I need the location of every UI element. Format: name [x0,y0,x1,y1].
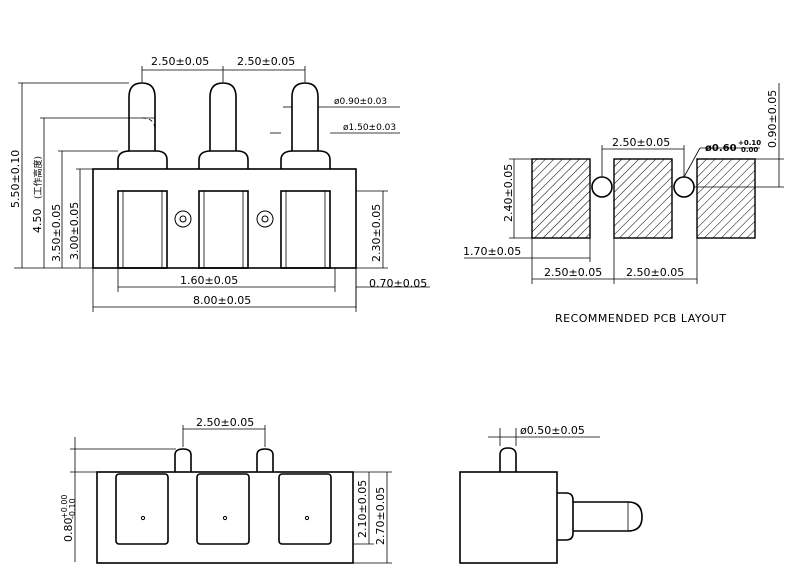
front-foot-height: 0.70±0.05 [369,277,427,290]
pcb-caption: RECOMMENDED PCB LAYOUT [555,312,726,325]
bottom-total-height: 2.70±0.05 [374,487,387,545]
front-slot-height: 2.30±0.05 [370,204,383,262]
pcb-pitch-bottom-left: 2.50±0.05 [544,266,602,279]
pcb-hole-offset: 0.90±0.05 [766,90,779,148]
front-peg-2 [256,210,274,228]
pcb-pad-height: 2.40±0.05 [502,164,515,222]
front-barrel-dia: ø1.50±0.03 [343,123,396,133]
front-pin-3 [280,82,331,169]
front-overall-height: 5.50±0.10 [9,150,22,208]
pcb-hole-dia: ø0.60 [705,143,737,154]
pcb-pad-2 [613,158,673,239]
bottom-slot-3 [278,473,332,545]
pcb-hole-tol-lower: 0.00 [741,146,758,154]
pcb-pitch-bottom-right: 2.50±0.05 [626,266,684,279]
front-slot-2 [198,190,249,269]
bottom-body [96,471,354,564]
pcb-hole-2 [673,176,695,198]
front-body-height: 3.50±0.05 [50,204,63,262]
pcb-layout: 2.50±0.05 ø0.60 +0.10 0.00 0.90±0.05 2.4… [463,83,784,325]
front-peg-1 [174,210,192,228]
front-tip-dia: ø0.90±0.03 [334,97,387,107]
bottom-pitch: 2.50±0.05 [196,416,254,429]
front-slot-1 [117,190,168,269]
side-collar [557,492,574,541]
front-body-width: 8.00±0.05 [193,294,251,307]
front-body [92,168,357,269]
front-working-height-note: (工作高度) [32,156,44,199]
front-body-height-inner: 3.00±0.05 [68,202,81,260]
front-pitch-left: 2.50±0.05 [151,55,209,68]
bottom-stand-tol-lower: -0.10 [68,498,77,519]
pcb-pad-edge-offset: 1.70±0.05 [463,245,521,258]
side-plunger [573,501,643,532]
bottom-stand-main: 0.80 [62,518,75,543]
pcb-pad-1 [531,158,591,239]
bottom-slot-2 [196,473,250,545]
front-pin-2 [198,82,249,169]
pcb-pad-3 [696,158,756,239]
front-view: 2.50±0.05 2.50±0.05 ø0.90±0.03 ø1.50±0.0… [9,55,430,312]
front-pin-offset: 1.60±0.05 [180,274,238,287]
pcb-hole-1 [591,176,613,198]
pcb-hole-tol-upper: +0.10 [738,139,761,147]
bottom-pin-1 [174,448,192,472]
bottom-pin-2 [256,448,274,472]
bottom-inner-height: 2.10±0.05 [356,480,369,538]
pcb-pitch-top: 2.50±0.05 [612,136,670,149]
front-pitch-right: 2.50±0.05 [237,55,295,68]
side-view: ø0.50±0.05 [459,424,643,564]
front-working-height: 4.50 [31,209,44,234]
bottom-stand-tol-upper: +0.00 [60,494,69,519]
bottom-slot-1 [115,473,169,545]
front-pin-1 [117,82,168,169]
bottom-view: 2.50±0.05 0.80 +0.00 -0.10 2.10±0.05 2.7… [60,416,392,564]
front-slot-3 [280,190,331,269]
side-top-pin [499,447,517,472]
side-body [459,471,558,564]
side-pin-dia: ø0.50±0.05 [520,424,585,437]
